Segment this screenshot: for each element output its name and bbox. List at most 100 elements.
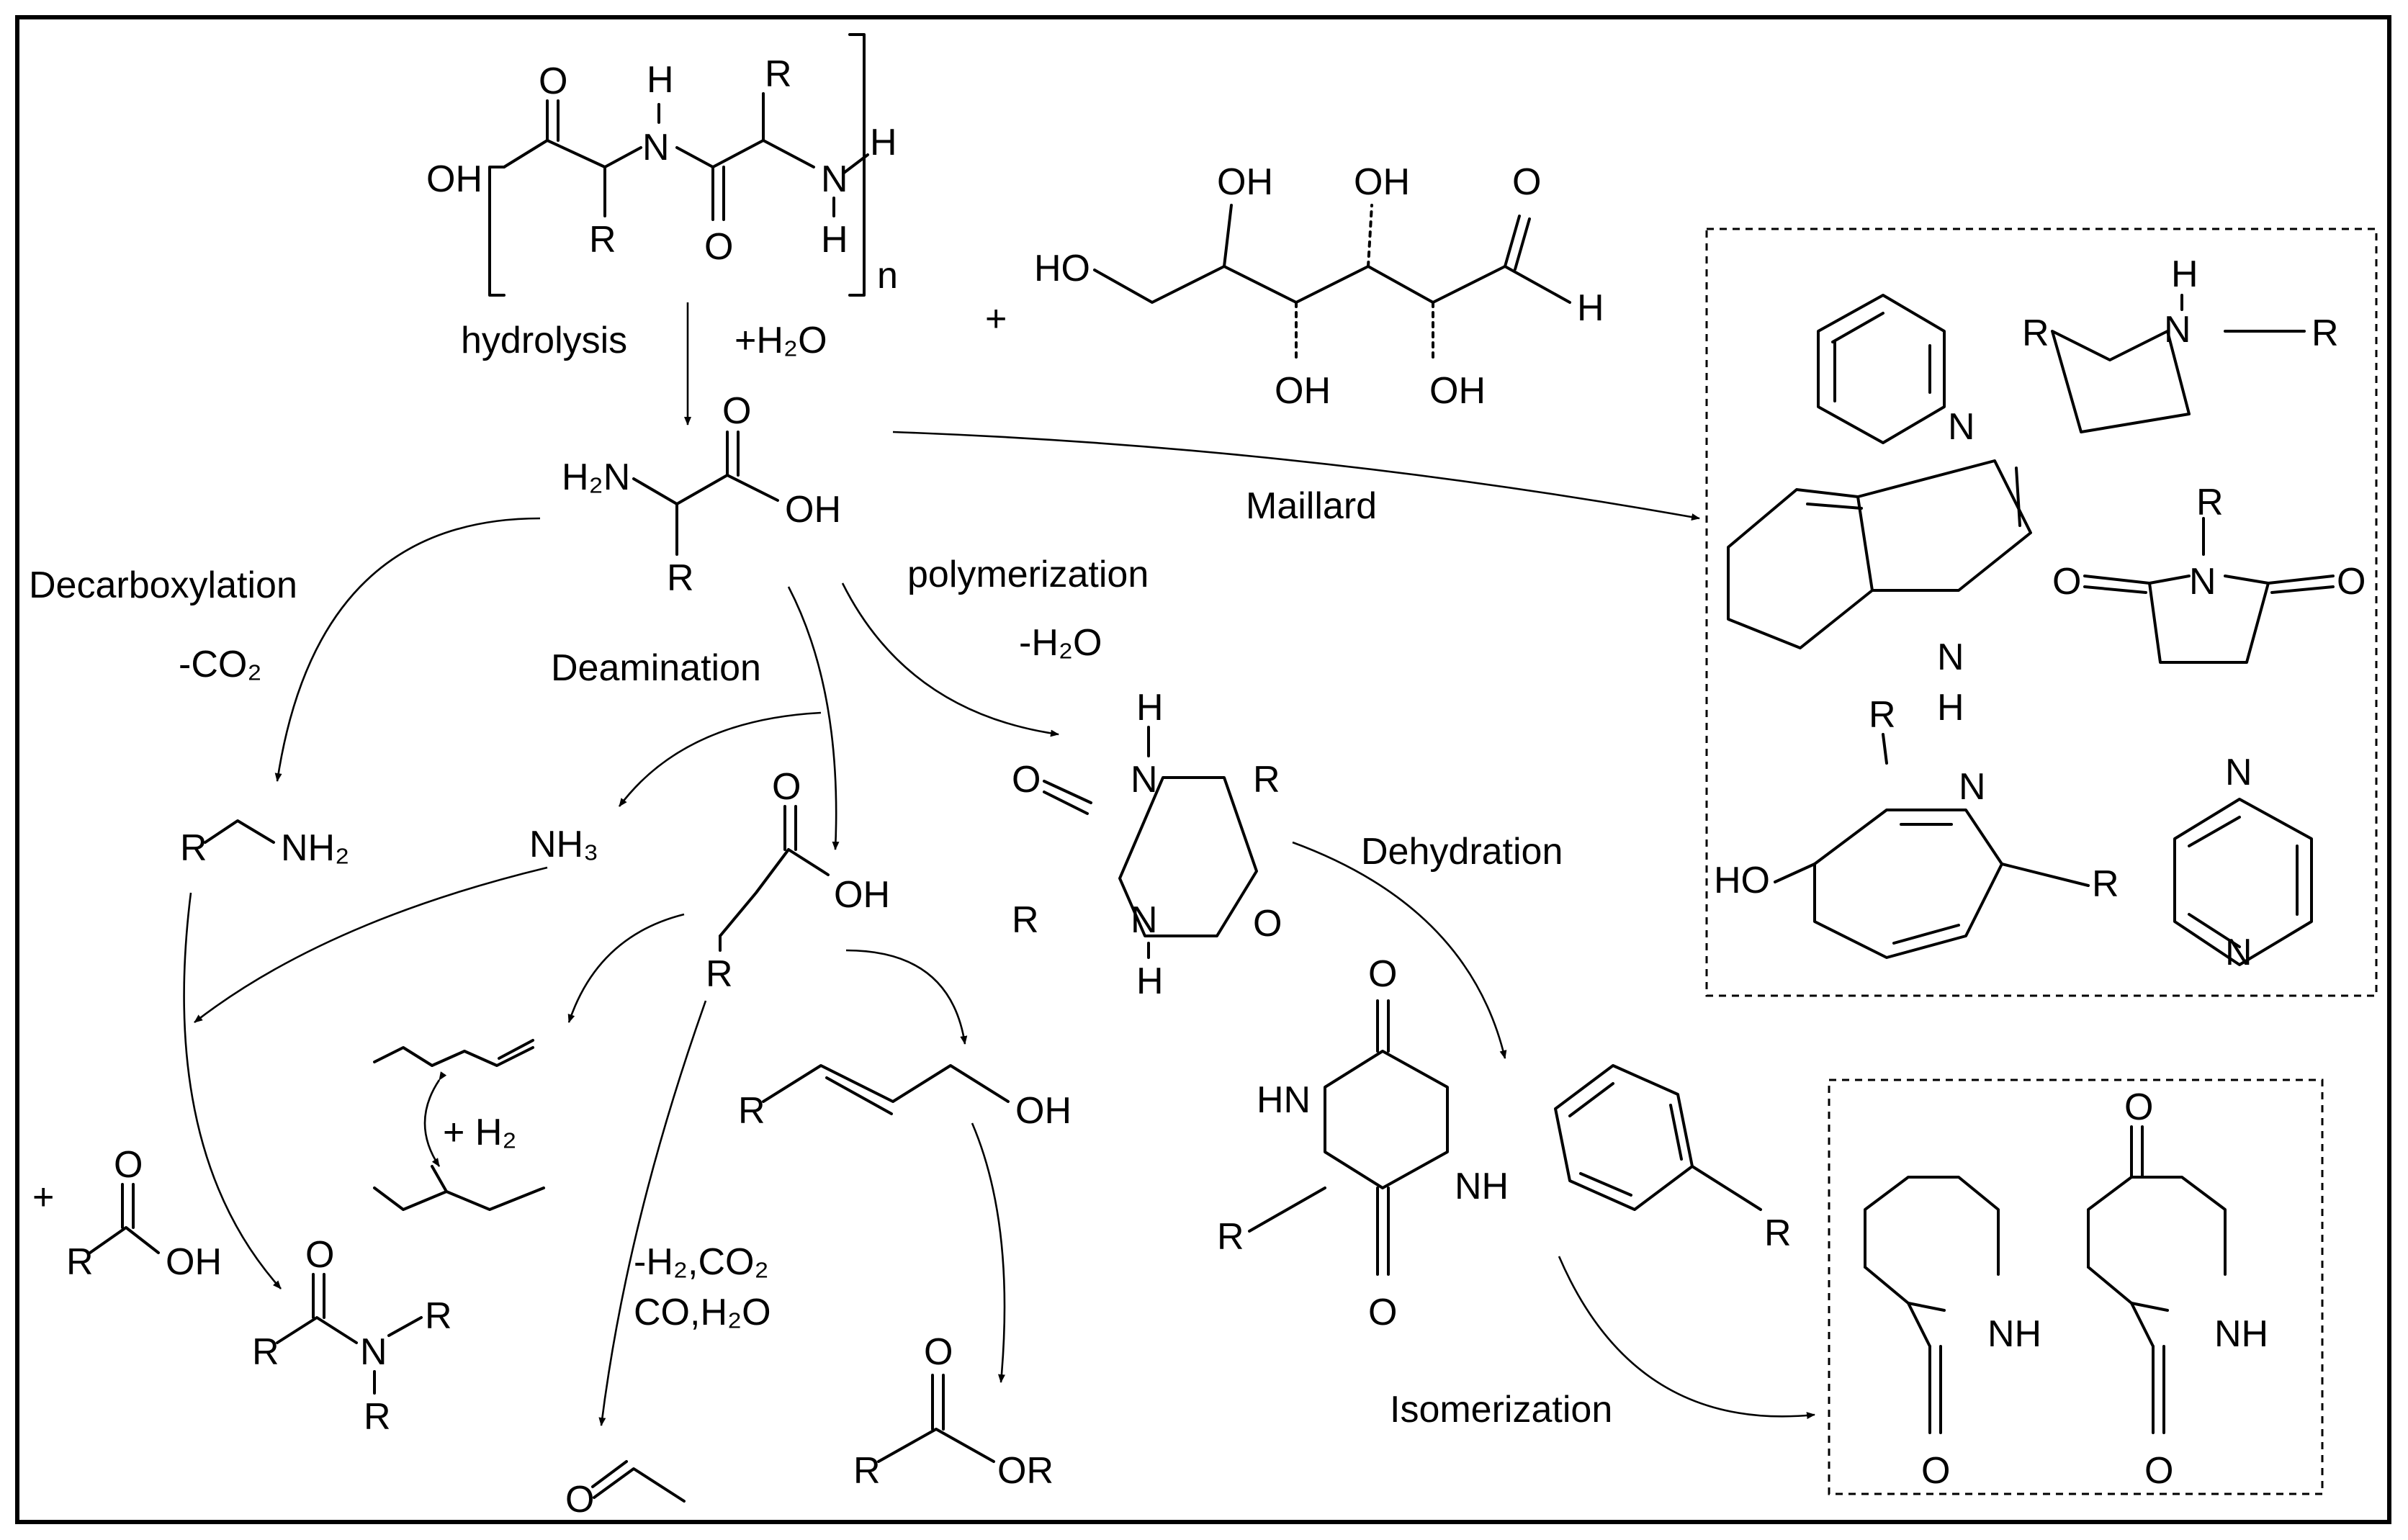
bond bbox=[1376, 1186, 1390, 1276]
atom-label: R bbox=[667, 557, 694, 599]
bond bbox=[825, 1076, 893, 1115]
atom-label: R bbox=[2312, 312, 2339, 354]
atom-label: OH bbox=[1015, 1090, 1072, 1132]
atom-label: R bbox=[2092, 863, 2119, 905]
bond bbox=[503, 139, 642, 168]
piperidinedione: O NH O bbox=[2087, 1086, 2268, 1492]
bond bbox=[1043, 780, 1092, 815]
diketopiperazine: N H O R R N H O bbox=[1012, 687, 1282, 1002]
diketopiperazine-isomer: O HN NH R O bbox=[1217, 953, 1509, 1333]
bond bbox=[387, 1316, 423, 1337]
atom-label: O bbox=[1512, 161, 1541, 203]
decarboxylation-label: Decarboxylation bbox=[29, 564, 297, 606]
bond bbox=[1223, 204, 1233, 268]
bond bbox=[877, 1428, 995, 1463]
succinimide: R N O O bbox=[2052, 482, 2366, 664]
pyridine: N bbox=[1817, 294, 1975, 448]
atom-label: N bbox=[1959, 766, 1986, 808]
atom-label: R bbox=[364, 1396, 391, 1438]
atom-label: R bbox=[706, 953, 733, 995]
atom-label: OH bbox=[1217, 161, 1273, 203]
deamination-label: Deamination bbox=[551, 647, 761, 689]
bond bbox=[1367, 204, 1373, 268]
alkane bbox=[373, 1165, 545, 1211]
atom-label: O bbox=[1012, 759, 1041, 801]
acid-to-aldehyde-arrow bbox=[598, 1000, 707, 1426]
bond bbox=[1928, 1345, 1942, 1434]
atom-label: R bbox=[180, 827, 207, 869]
bond bbox=[1813, 809, 2003, 959]
atom-label: O bbox=[704, 226, 733, 268]
atom-label: N bbox=[821, 158, 848, 200]
atom-label: OH bbox=[785, 489, 841, 531]
bond bbox=[632, 474, 729, 505]
bond bbox=[373, 1039, 534, 1067]
atom-label: R bbox=[738, 1090, 765, 1132]
bond bbox=[2148, 582, 2270, 664]
maillard-arrow bbox=[892, 431, 1700, 521]
atom-label: O bbox=[1921, 1450, 1950, 1492]
bond bbox=[1504, 215, 1531, 271]
water-add-label: +H₂O bbox=[734, 320, 827, 361]
deaminated-acid: O OH R bbox=[706, 766, 890, 995]
atom-label: H bbox=[2171, 253, 2198, 295]
atom-label: H bbox=[821, 219, 848, 261]
amide-product: R O N R R bbox=[252, 1234, 452, 1438]
atom-label: H bbox=[1136, 960, 1164, 1002]
bond bbox=[204, 819, 275, 844]
pyrrolidine: R N H R bbox=[2022, 253, 2339, 433]
bond bbox=[762, 1064, 1010, 1103]
bond bbox=[2000, 863, 2090, 887]
bond bbox=[121, 1183, 135, 1229]
atom-label: NH bbox=[1987, 1313, 2041, 1355]
alkylbenzene: R bbox=[1554, 1064, 1792, 1254]
bond bbox=[1504, 265, 1571, 304]
minus-co2-label: -CO₂ bbox=[179, 644, 262, 685]
bond bbox=[2083, 575, 2151, 594]
minus-h2o-label: -H₂O bbox=[1019, 622, 1102, 664]
bond bbox=[1093, 265, 1506, 304]
bond bbox=[843, 153, 869, 174]
atom-label: OH bbox=[1354, 161, 1410, 203]
bond bbox=[373, 1186, 545, 1211]
atom-label: O bbox=[2052, 561, 2081, 603]
atom-label: R bbox=[765, 53, 792, 95]
hydroxypyridine: R HO N R bbox=[1714, 694, 2119, 959]
deamination-arrow bbox=[787, 586, 840, 850]
atom-label: R bbox=[252, 1331, 279, 1373]
atom-label: N bbox=[2164, 309, 2191, 351]
bond bbox=[1864, 1266, 1946, 1312]
plus-h2-label: + H₂ bbox=[443, 1112, 517, 1153]
atom-label: N bbox=[1131, 899, 1158, 941]
minus-gases-line2: CO,H₂O bbox=[634, 1292, 771, 1333]
atom-label: OH bbox=[1275, 370, 1331, 412]
atom-label: N bbox=[1131, 759, 1158, 801]
maillard-products-box bbox=[1705, 228, 2378, 997]
bond bbox=[431, 1165, 448, 1193]
atom-label: HO bbox=[1714, 860, 1770, 901]
atom-label: N bbox=[642, 127, 670, 168]
dehydration-label: Dehydration bbox=[1361, 831, 1563, 873]
bond bbox=[2087, 1266, 2169, 1312]
alcohol-to-ester-arrow bbox=[971, 1122, 1006, 1383]
carboxylic-acid-reagent: R O OH bbox=[66, 1144, 222, 1283]
bond bbox=[1568, 1082, 1683, 1197]
ammonia-label: NH₃ bbox=[529, 824, 598, 865]
atom-label: HO bbox=[1034, 248, 1090, 289]
bond bbox=[726, 474, 779, 502]
plus-sugar: + bbox=[985, 298, 1007, 340]
atom-label: R bbox=[66, 1241, 94, 1283]
dehydration-arrow bbox=[1292, 841, 1507, 1059]
maillard-label: Maillard bbox=[1246, 485, 1377, 527]
atom-label: R bbox=[425, 1295, 452, 1337]
atom-label: O bbox=[1253, 903, 1282, 945]
atom-label: R bbox=[2022, 312, 2049, 354]
atom-label: OH bbox=[166, 1241, 222, 1283]
atom-label: R bbox=[1217, 1216, 1244, 1258]
ammonia-to-amide-arrow bbox=[194, 866, 548, 1024]
bond bbox=[1817, 294, 1946, 444]
atom-label: O bbox=[1368, 953, 1397, 995]
atom-label: R bbox=[2196, 482, 2224, 523]
atom-label: N bbox=[2189, 561, 2216, 603]
